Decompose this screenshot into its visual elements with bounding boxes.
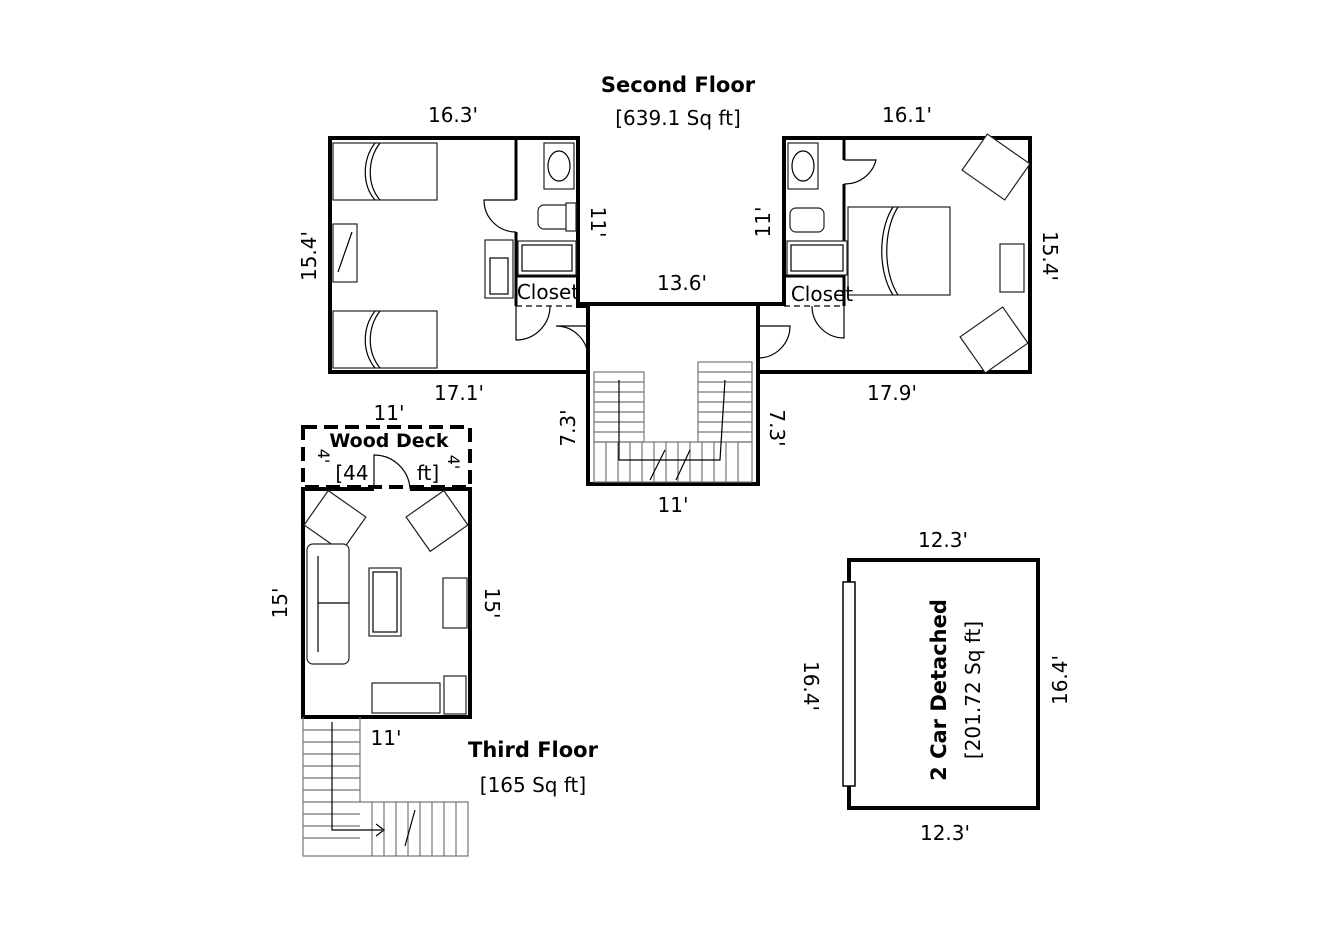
- dim-deck-left: 4': [314, 449, 333, 464]
- dim-left-bottom: 17.1': [434, 381, 484, 405]
- garage: 2 Car Detached [201.72 Sq ft] 12.3' 12.3…: [799, 528, 1072, 845]
- right-closet-label: Closet: [791, 282, 853, 306]
- bed-icon: [847, 206, 951, 296]
- toilet-icon: [789, 207, 825, 233]
- third-floor-walls: [301, 487, 472, 719]
- dim-right-bottom: 17.9': [867, 381, 917, 405]
- right-bedroom: [758, 133, 1032, 374]
- armchair-icon: [405, 489, 469, 553]
- dim-left-bath: 11': [586, 207, 610, 238]
- left-bedroom: [328, 136, 589, 374]
- chair-icon: [484, 239, 514, 299]
- door-swing-icon: [483, 199, 517, 233]
- dim-left-side: 15.4': [297, 231, 321, 281]
- dim-stair-right: 7.3': [765, 409, 789, 446]
- bed-sheet-icon: [364, 310, 381, 369]
- wood-deck-label: Wood Deck: [329, 430, 449, 452]
- dim-garage-top: 12.3': [918, 528, 968, 552]
- cabinet-icon: [443, 675, 467, 715]
- dim-right-bath: 11': [751, 207, 775, 238]
- third-floor: Wood Deck [44 ft] 4' 4' Third Floor [165…: [268, 401, 599, 857]
- wood-deck-area-left: [44: [335, 461, 368, 485]
- bed-sheet-icon: [881, 206, 899, 296]
- garage-door-icon: [842, 581, 856, 787]
- hallway: [578, 302, 791, 486]
- dim-garage-right: 16.4': [1048, 655, 1072, 705]
- stairs-icon: [302, 717, 469, 857]
- dim-left-top: 16.3': [428, 103, 478, 127]
- right-bedroom-walls: [758, 136, 1032, 374]
- bed-sheet-icon: [364, 142, 381, 201]
- second-floor: Second Floor [639.1 Sq ft]: [297, 73, 1062, 517]
- stair-hall-walls: [586, 306, 760, 486]
- second-floor-area: [639.1 Sq ft]: [615, 106, 741, 130]
- dim-third-left: 15': [268, 588, 292, 619]
- armchair-icon: [303, 489, 367, 553]
- dim-stair-left: 7.3': [556, 409, 580, 446]
- toilet-tank-icon: [565, 202, 577, 232]
- dim-deck-right: 4': [444, 455, 463, 470]
- bed-icon: [332, 310, 438, 369]
- wood-deck-area-right: ft]: [417, 461, 439, 485]
- garage-area: [201.72 Sq ft]: [961, 621, 985, 759]
- bathtub-icon: [786, 240, 848, 276]
- third-floor-title: Third Floor: [468, 738, 599, 762]
- door-swing-icon: [811, 305, 845, 339]
- dim-third-bottom: 11': [371, 726, 402, 750]
- door-swing-icon: [843, 159, 877, 185]
- armchair-icon: [961, 133, 1031, 201]
- door-swing-icon: [515, 305, 551, 341]
- chair-seat-icon: [489, 257, 509, 295]
- bathtub-inner-icon: [521, 244, 573, 272]
- second-floor-title: Second Floor: [601, 73, 756, 97]
- dresser-icon: [999, 243, 1025, 293]
- bathtub-inner-icon: [790, 244, 844, 272]
- armchair-icon: [959, 306, 1029, 374]
- stairs-icon: [593, 361, 753, 483]
- dim-right-side: 15.4': [1038, 231, 1062, 281]
- dim-third-right: 15': [480, 588, 504, 619]
- left-closet-label: Closet: [517, 280, 579, 304]
- dim-stair-bottom: 11': [658, 493, 689, 517]
- bathtub-icon: [517, 240, 577, 276]
- dim-third-top: 11': [374, 401, 405, 425]
- side-table-icon: [442, 577, 468, 629]
- third-floor-area: [165 Sq ft]: [480, 773, 586, 797]
- garage-title: 2 Car Detached: [927, 599, 951, 781]
- dim-garage-left: 16.4': [799, 661, 823, 711]
- door-swing-icon: [757, 325, 791, 359]
- sink-basin-icon: [547, 150, 571, 182]
- dim-right-top: 16.1': [882, 103, 932, 127]
- dresser-mark-icon: [337, 231, 353, 273]
- door-swing-icon: [373, 454, 411, 490]
- media-console-icon: [371, 682, 441, 714]
- sofa-icon: [306, 543, 350, 665]
- coffee-table-inner-icon: [372, 571, 398, 633]
- dim-garage-bottom: 12.3': [920, 821, 970, 845]
- door-swing-icon: [555, 325, 589, 359]
- sink-basin-icon: [791, 150, 815, 182]
- wood-deck-outline: [301, 425, 472, 489]
- dim-hall-width: 13.6': [657, 271, 707, 295]
- bed-icon: [332, 142, 438, 201]
- coffee-table-icon: [368, 567, 402, 637]
